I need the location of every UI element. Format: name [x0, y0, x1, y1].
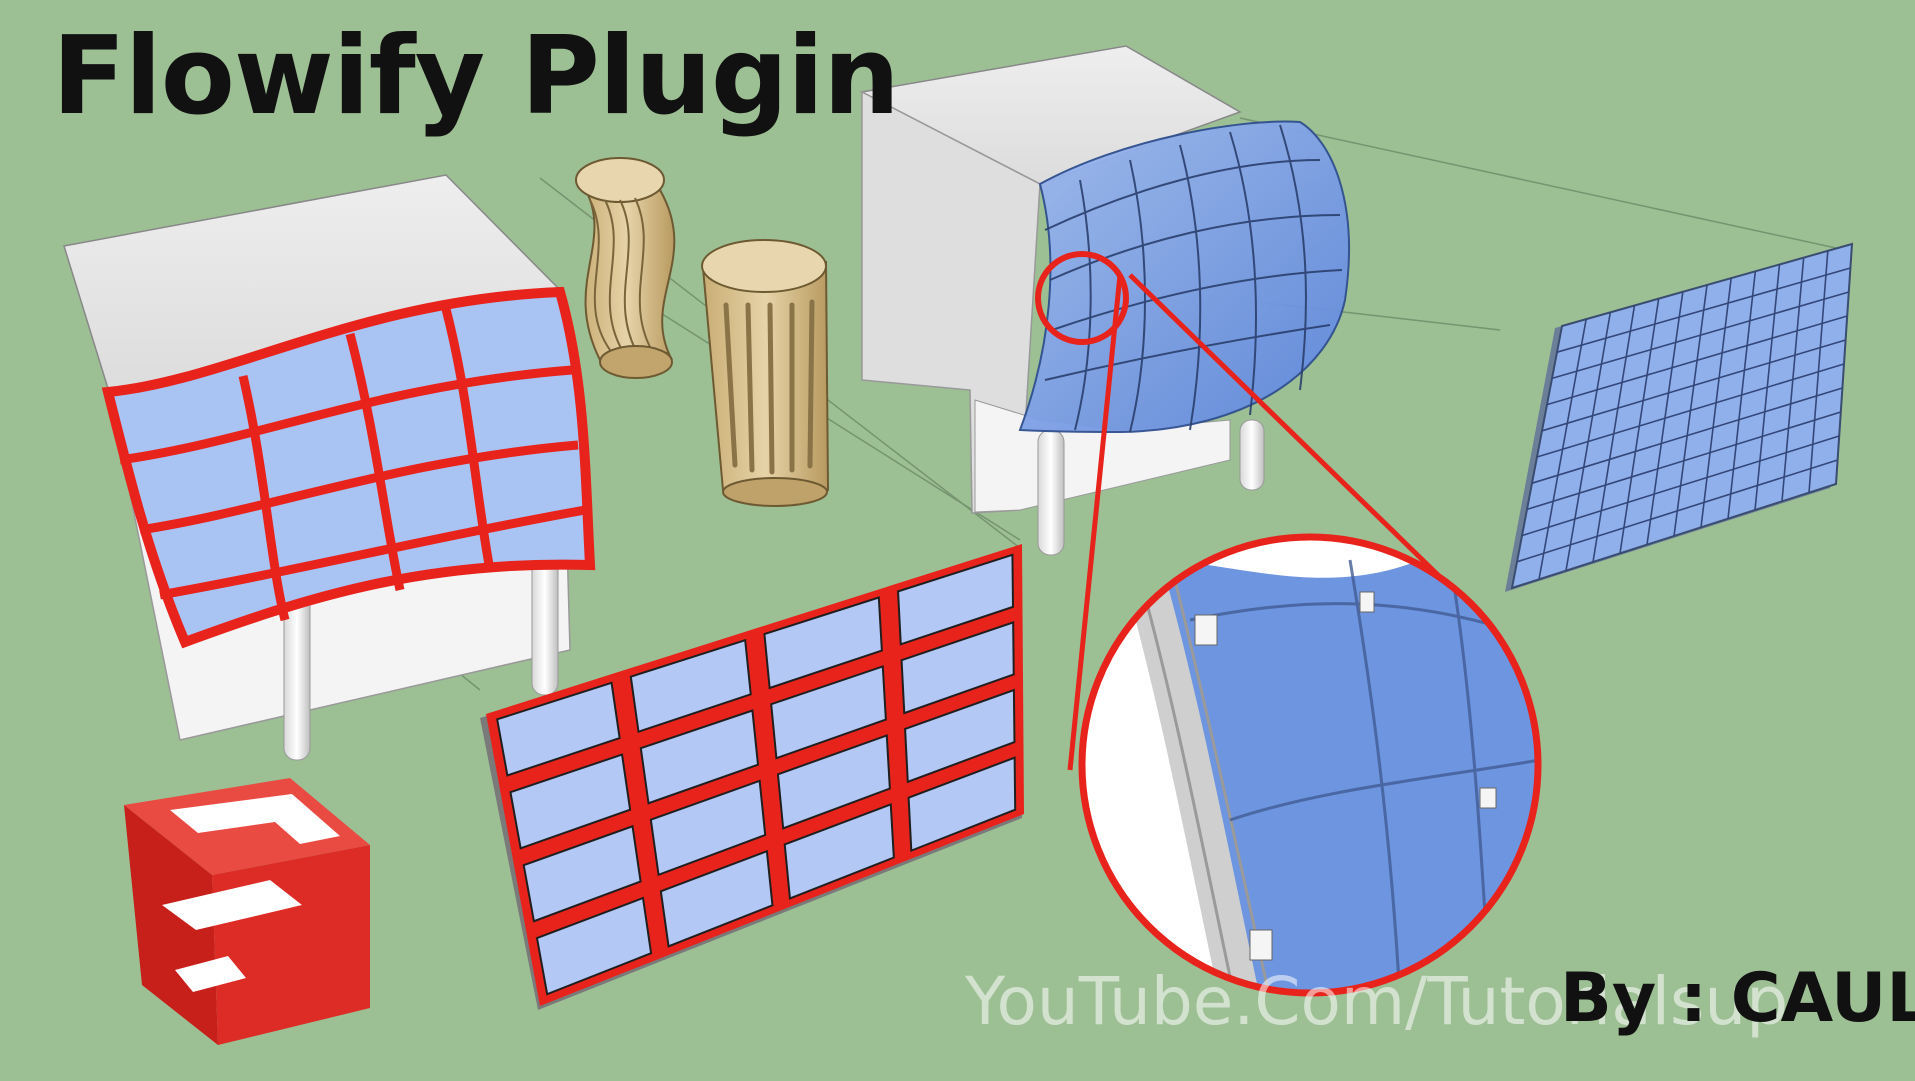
grid-line	[1541, 339, 1846, 432]
glass-cell	[900, 621, 1015, 715]
sketchup-logo-icon	[124, 778, 370, 1045]
glass-cell	[904, 688, 1016, 784]
glass-cell	[763, 596, 883, 690]
dome-box-model	[859, 45, 1350, 556]
glass-cell	[522, 824, 642, 923]
flat-glass-panel	[480, 544, 1024, 1010]
author-credit: By : CAUL	[1560, 959, 1915, 1038]
glass-cell	[639, 709, 760, 805]
dome-grid-line	[1279, 124, 1307, 391]
dome-grid-line	[1229, 131, 1257, 416]
grid-line	[1531, 387, 1843, 484]
wavy-glass-facade	[101, 286, 596, 649]
dome-grid-line	[1179, 144, 1202, 431]
twisted-column-model	[575, 157, 676, 379]
glass-cell	[629, 638, 752, 734]
dome-grid-line	[1044, 324, 1331, 381]
grid-line	[1526, 411, 1842, 511]
grid-line	[1536, 363, 1845, 458]
dome-grid-line	[1074, 179, 1092, 431]
grid-glass-panel	[1505, 242, 1854, 592]
glass-cell	[649, 779, 767, 877]
glass-cell	[776, 734, 891, 830]
glass-cell	[535, 896, 653, 996]
glass-cell	[770, 665, 887, 760]
dome-grid-line	[1044, 159, 1321, 231]
glass-cell	[907, 756, 1017, 853]
grid-line	[1556, 267, 1851, 353]
dome-grid-line	[1051, 269, 1343, 331]
grid-line	[1551, 291, 1850, 380]
glass-cell	[509, 753, 632, 850]
glass-cell	[659, 849, 774, 948]
grid-line	[1516, 459, 1838, 563]
grid-line	[1546, 315, 1848, 406]
glass-cell	[783, 803, 895, 900]
zoom-callout	[1035, 251, 1542, 997]
glass-cell	[496, 681, 621, 777]
dome-grid-line	[1129, 159, 1146, 433]
fluted-column-model	[701, 239, 830, 507]
grid-line	[1521, 435, 1840, 537]
glass-cell	[897, 553, 1015, 646]
watermark-text: YouTube.Com/Tutorialsup	[965, 963, 1789, 1040]
page-title: Flowify Plugin	[52, 14, 900, 139]
